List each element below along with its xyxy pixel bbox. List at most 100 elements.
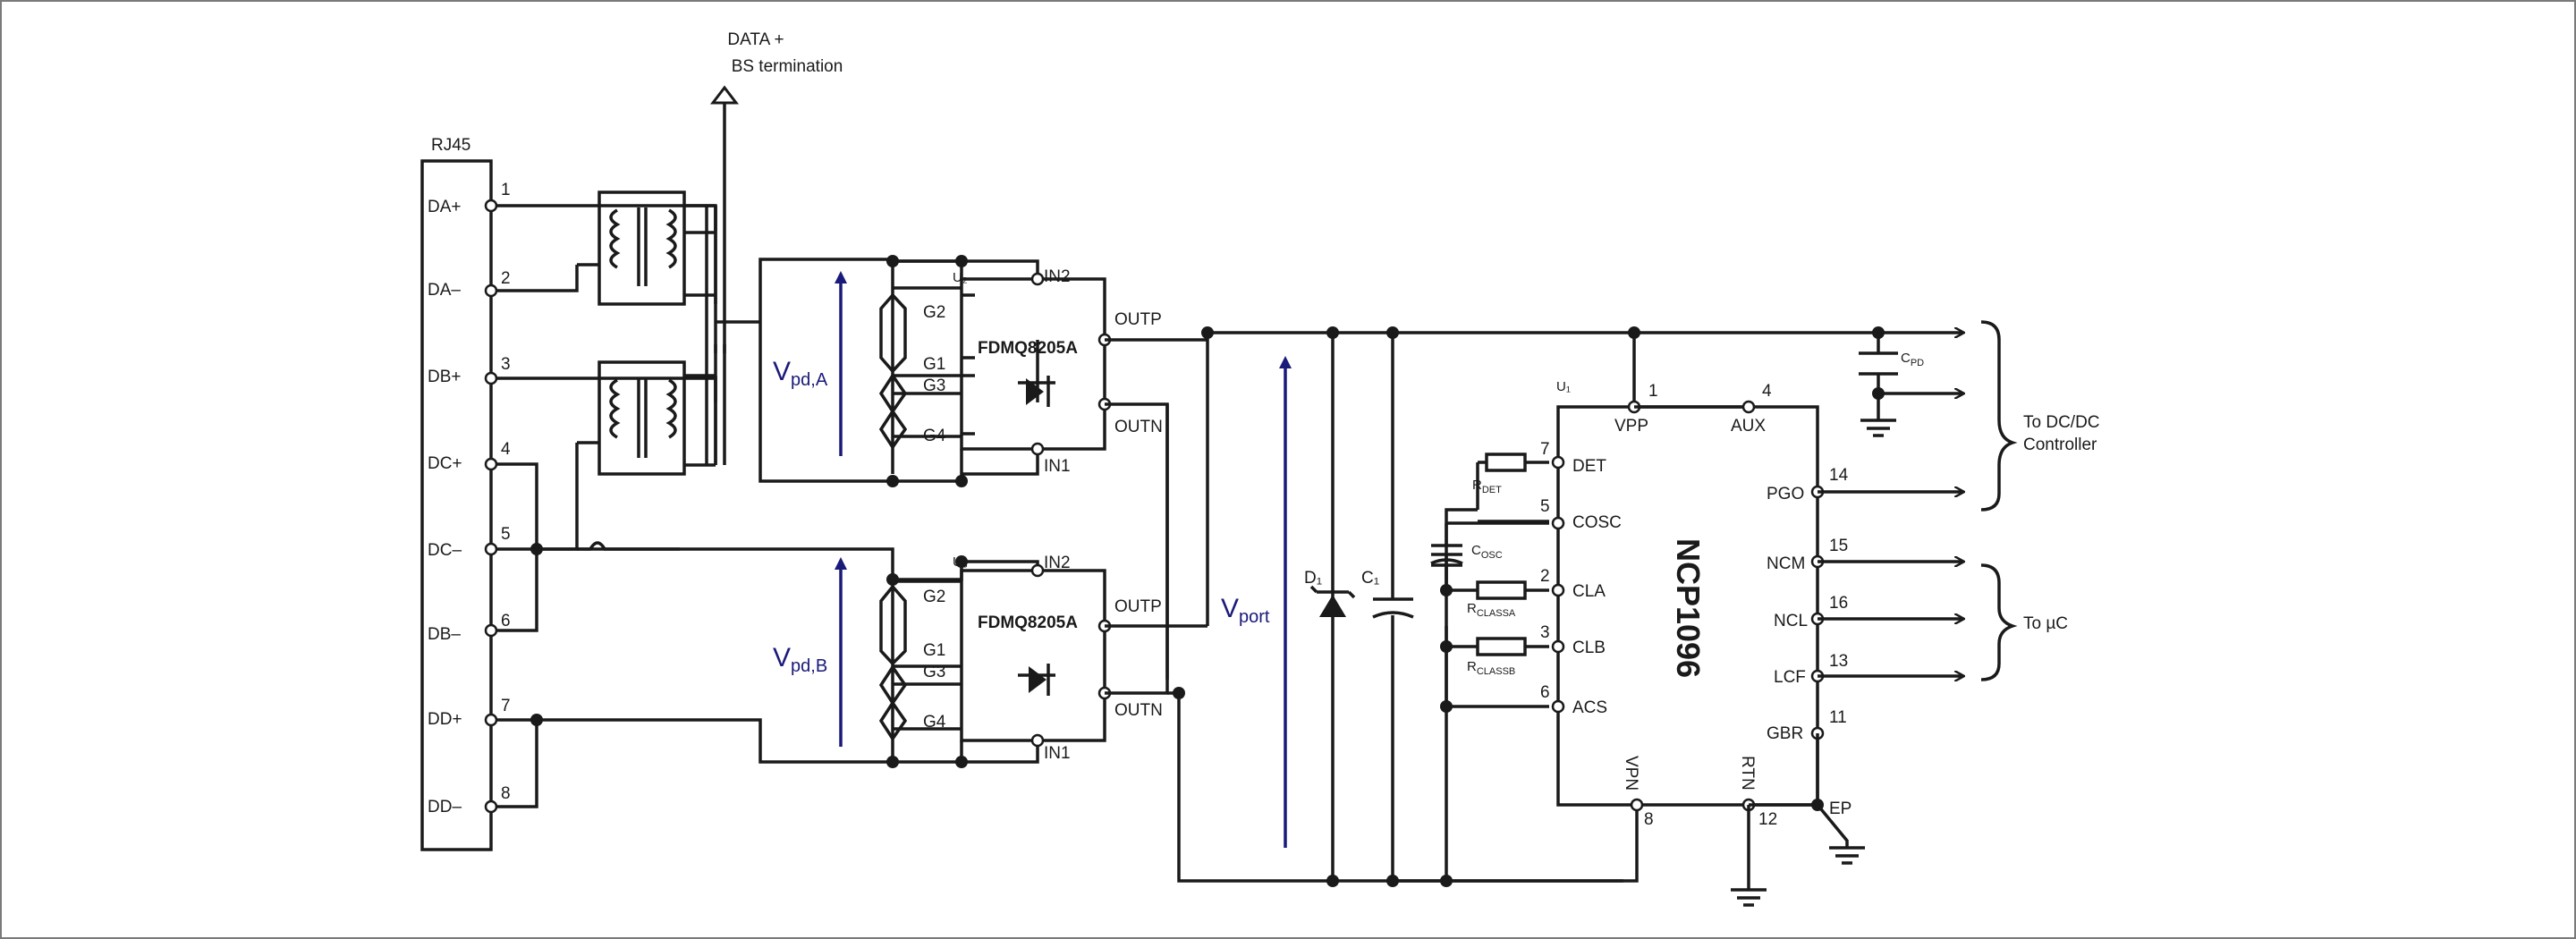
bridge-u3-outp-label: OUTP [1114, 597, 1162, 616]
rclassb-text: R [1467, 659, 1477, 674]
bridge-u2-g3: G3 [923, 376, 945, 395]
pin-clb-label: CLB [1572, 639, 1606, 657]
rj45-pin-labels: DA+ DA– DB+ DC+ DC– DB– DD+ DD– 1 2 3 4 … [428, 181, 511, 816]
bridge-u2-part-label: FDMQ8205A [978, 339, 1078, 358]
data-bs-label: DATA + [727, 30, 784, 49]
bridge-u2: U₂ IN2 IN1 FDMQ8205A G2 G1 G3 G4 OUTP OU… [878, 259, 1163, 483]
rdet-sub: DET [1482, 485, 1502, 495]
bridge-u2-g1: G1 [923, 355, 945, 374]
rj45-wires [491, 204, 717, 808]
rj45-pin-name: DC– [428, 541, 462, 560]
data-bus [705, 103, 726, 465]
ncp1096-label: NCP1096 [1670, 538, 1707, 678]
bridge-u3-in2-terminal [1030, 563, 1045, 578]
pin-aux-num: 4 [1762, 382, 1772, 401]
bridge-u3: U₃ IN2 IN1 FDMQ8205A G2 G1 G3 G4 OUTP OU… [878, 554, 1163, 764]
pin-gbr-label: GBR [1767, 724, 1803, 743]
c1-label: C₁ [1361, 569, 1379, 588]
junction-dot [955, 255, 968, 267]
cosc-sub: OSC [1481, 550, 1503, 561]
to-dcdc-label-2: Controller [2023, 436, 2097, 454]
bridge-u2-g4: G4 [923, 427, 946, 445]
data-bus-arrow [709, 85, 740, 105]
pin-ncm-num: 15 [1829, 537, 1848, 555]
rj45-pin-number: 6 [501, 612, 511, 630]
rj45-pin-name: DB+ [428, 368, 462, 386]
pin-clb-num: 3 [1540, 623, 1550, 642]
junction-dot [886, 255, 899, 267]
junction-dot [1326, 326, 1339, 339]
diode-d1: D₁ [1304, 333, 1356, 881]
brace-uc [1980, 563, 2018, 681]
rj45-pin-name: DD+ [428, 710, 462, 729]
rj45-pin-number: 7 [501, 697, 511, 715]
pin-rtn-label: RTN [1738, 756, 1757, 791]
rclassa-label: RCLASSA [1467, 601, 1516, 619]
ncp-left-pins: DET 7 COSC 5 CLA 2 CLB 3 ACS 6 [1540, 440, 1622, 717]
bridge-u2-outp-label: OUTP [1114, 310, 1162, 329]
junction-dot [1201, 326, 1214, 339]
rj45-label: RJ45 [431, 136, 470, 155]
junction-dot [1173, 687, 1185, 699]
vport-label: Vport [1221, 594, 1270, 627]
rj45-pin-name: DB– [428, 625, 461, 644]
pin-acs-num: 6 [1540, 683, 1550, 702]
rj45-pin-name: DA+ [428, 198, 462, 216]
vpd-b-sub: pd,B [791, 656, 827, 676]
junction-dot [955, 756, 968, 768]
cpd-text: C [1901, 351, 1911, 366]
pin-cla-label: CLA [1572, 582, 1606, 601]
to-uc-label: To µC [2023, 614, 2068, 633]
pin-cosc-label: COSC [1572, 513, 1622, 532]
cpd-label: CPD [1901, 351, 1924, 368]
rclassb-label: RCLASSB [1467, 659, 1515, 677]
bridge-u3-in1-label: IN1 [1044, 744, 1071, 763]
junction-dot [530, 543, 543, 555]
ncp-top-pins: 1 VPP 4 AUX [1614, 326, 1772, 436]
ep-label: EP [1829, 799, 1852, 818]
capacitor-cpd [1859, 326, 1963, 437]
to-dcdc-label-1: To DC/DC [2023, 413, 2100, 432]
vport-sub: port [1239, 607, 1270, 627]
pin-pgo-num: 14 [1829, 466, 1849, 485]
bridge-u2-in2-label: IN2 [1044, 267, 1071, 286]
rj45-pin-name: DC+ [428, 454, 462, 473]
rj45-pin-name: DD– [428, 798, 462, 816]
pin-gbr-num: 11 [1829, 708, 1847, 727]
vpd-b-label: Vpd,B [773, 643, 827, 676]
bridge-u3-outn-label: OUTN [1114, 701, 1163, 720]
bridge-u2-in1-label: IN1 [1044, 457, 1071, 476]
resistor-rdet [1445, 453, 1549, 523]
pin-aux-label: AUX [1731, 417, 1766, 436]
brace-dcdc [1980, 320, 2018, 512]
rj45-connector [420, 159, 493, 851]
u1-label: U₁ [1556, 379, 1571, 394]
bs-termination-label: BS termination [732, 57, 843, 76]
pin-ncm-label: NCM [1767, 554, 1805, 573]
rj45-pin-number: 1 [501, 181, 511, 199]
rj45-pin-number: 5 [501, 525, 511, 544]
junction-dot [1386, 326, 1399, 339]
vpd-a-text: V [773, 357, 791, 386]
vpd-a-sub: pd,A [791, 370, 828, 390]
bridge-u3-part-label: FDMQ8205A [978, 613, 1078, 632]
pin-lcf-num: 13 [1829, 652, 1848, 671]
cpd-sub: PD [1911, 358, 1924, 368]
bridge-u2-mos [962, 293, 975, 436]
junction-dot [886, 573, 899, 586]
pin-ncl-num: 16 [1829, 594, 1848, 613]
rj45-pin-name: DA– [428, 281, 461, 300]
capacitor-cosc [1431, 520, 1549, 590]
bridge-u3-g3: G3 [923, 663, 945, 681]
rj45-pin-number: 8 [501, 784, 511, 803]
u2-label: U₂ [953, 270, 968, 285]
capacitor-c1: C₁ [1361, 333, 1414, 881]
pin-det-label: DET [1572, 457, 1606, 476]
rj45-pin-number: 4 [501, 440, 511, 459]
bridge-u3-g1: G1 [923, 641, 945, 660]
bridge-u3-g2: G2 [923, 588, 945, 606]
bridge-u2-in2-terminal [1030, 272, 1045, 286]
pin-vpp-num: 1 [1648, 382, 1658, 401]
pin-cla-num: 2 [1540, 567, 1550, 586]
junction-dot [1326, 875, 1339, 887]
